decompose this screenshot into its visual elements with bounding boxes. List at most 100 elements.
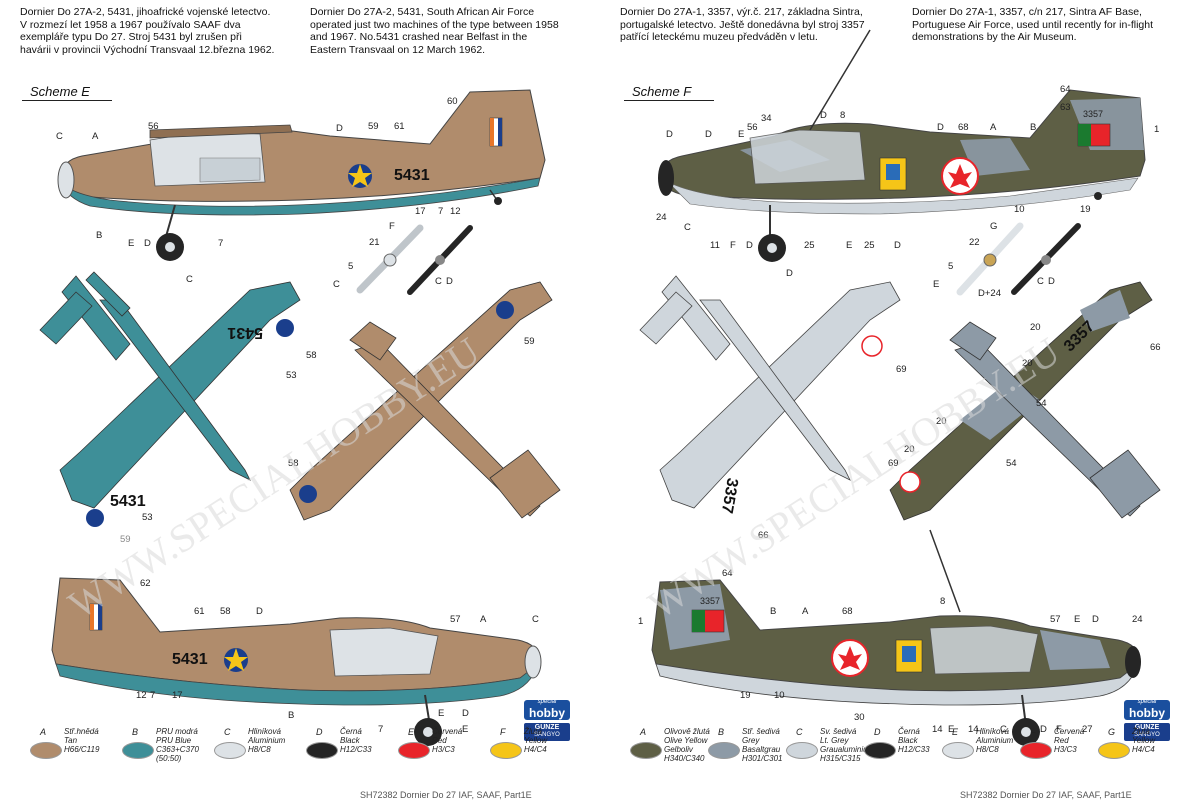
right-legend-swatch-text: Sv. šedivá Lt. Grey Graualuminium H315/C…: [820, 727, 875, 763]
svg-text:B: B: [770, 606, 776, 617]
left-caption-cz: Dornier Do 27A-2, 5431, jihoafrické voje…: [20, 6, 275, 56]
svg-text:F: F: [730, 240, 736, 251]
svg-text:E: E: [128, 238, 134, 249]
svg-text:34: 34: [761, 113, 772, 124]
left-legend-swatch-letter: E: [408, 727, 415, 737]
svg-text:D: D: [462, 708, 469, 719]
svg-text:10: 10: [774, 690, 785, 701]
scheme-f-underline: [624, 100, 714, 101]
svg-text:3357: 3357: [700, 596, 720, 606]
right-legend-swatch-text: Stř. šedivá Grey Basaltgrau H301/C301: [742, 727, 783, 763]
svg-text:E: E: [738, 129, 744, 140]
svg-text:20: 20: [936, 416, 947, 427]
right-legend-swatch-a: [630, 742, 662, 759]
svg-text:58: 58: [288, 458, 299, 469]
svg-text:C: C: [333, 279, 340, 290]
left-legend-swatch-d: [306, 742, 338, 759]
left-legend-swatch-c: [214, 742, 246, 759]
svg-text:D: D: [820, 110, 827, 121]
svg-text:C: C: [684, 222, 691, 233]
svg-text:7: 7: [378, 724, 383, 735]
scheme-e-underside-serial-1: 5431: [227, 324, 263, 341]
svg-text:A: A: [92, 131, 99, 142]
left-legend-swatch-text: Žlutá Yellow H4/C4: [524, 727, 548, 754]
svg-text:68: 68: [958, 122, 969, 133]
svg-text:C: C: [186, 274, 193, 285]
svg-text:A: A: [802, 606, 809, 617]
svg-text:24: 24: [656, 212, 667, 223]
left-legend-swatch-letter: B: [132, 727, 139, 737]
svg-text:14: 14: [932, 724, 943, 735]
scheme-f-side-view-top: 3357 D D E 34 56 D 8 D 68 A B 64 63 1 24…: [656, 29, 1159, 279]
svg-text:D: D: [786, 268, 793, 279]
svg-text:D: D: [336, 123, 343, 134]
scheme-e-underside-view: 5431 5431 58 53 53 59: [39, 271, 317, 545]
scheme-e-top-view: 59 58: [288, 281, 561, 521]
svg-text:D+24: D+24: [978, 288, 1001, 299]
scheme-e-bottom-serial: 5431: [172, 651, 208, 668]
svg-text:A: A: [480, 614, 487, 625]
svg-text:63: 63: [1060, 102, 1071, 113]
svg-text:7: 7: [438, 206, 443, 217]
scheme-f-top-view: 3357 20 66 54 54 20 20 20 69: [888, 281, 1161, 521]
svg-text:1: 1: [1154, 124, 1159, 135]
svg-text:D: D: [446, 276, 453, 287]
right-legend-swatch-text: Olivově žlutá Olive Yellow Gelboliv H340…: [664, 727, 710, 763]
svg-text:57: 57: [450, 614, 461, 625]
svg-text:14: 14: [968, 724, 979, 735]
svg-text:58: 58: [306, 350, 317, 361]
scheme-e-top-callouts: C A 56 D 59 61 60 B E D 7 C 17 7 12: [56, 96, 461, 285]
footer-left: SH72382 Dornier Do 27 IAF, SAAF, Part1E: [360, 790, 532, 800]
svg-text:D: D: [746, 240, 753, 251]
svg-text:C: C: [56, 131, 63, 142]
svg-text:A: A: [990, 122, 997, 133]
scheme-e-underline: [22, 100, 112, 101]
right-caption-en: Dornier Do 27A-1, 3357, c/n 217, Sintra …: [912, 6, 1154, 43]
left-legend-swatch-text: Stř.hnědá Tan H66/C119: [64, 727, 100, 754]
svg-text:5: 5: [948, 261, 953, 272]
svg-text:5: 5: [348, 261, 353, 272]
svg-text:61: 61: [194, 606, 205, 617]
svg-text:66: 66: [1150, 342, 1161, 353]
svg-text:69: 69: [888, 458, 899, 469]
left-legend-swatch-f: [490, 742, 522, 759]
svg-text:C: C: [1037, 276, 1044, 287]
svg-text:30: 30: [854, 712, 865, 723]
footer-right: SH72382 Dornier Do 27 IAF, SAAF, Part1E: [960, 790, 1132, 800]
svg-text:53: 53: [286, 370, 297, 381]
svg-text:12: 12: [450, 206, 461, 217]
right-legend-swatch-b: [708, 742, 740, 759]
svg-text:C: C: [532, 614, 539, 625]
svg-text:57: 57: [1050, 614, 1061, 625]
right-legend-swatch-letter: D: [874, 727, 881, 737]
gunze-sangyo-logo-right: GUNZE SANGYO: [1124, 723, 1170, 741]
svg-text:56: 56: [148, 121, 159, 132]
svg-text:69: 69: [896, 364, 907, 375]
svg-text:B: B: [1030, 122, 1036, 133]
svg-text:24: 24: [1132, 614, 1143, 625]
svg-text:17: 17: [415, 206, 426, 217]
svg-text:B: B: [96, 230, 102, 241]
svg-text:22: 22: [969, 237, 980, 248]
svg-text:59: 59: [368, 121, 379, 132]
svg-text:D: D: [666, 129, 673, 140]
svg-text:54: 54: [1036, 398, 1047, 409]
left-legend-swatch-text: Hliníková Aluminium H8/C8: [248, 727, 286, 754]
svg-text:D: D: [705, 129, 712, 140]
svg-text:C: C: [435, 276, 442, 287]
svg-text:17: 17: [172, 690, 183, 701]
scheme-f-propellers: G 22 5 E D+24 C D: [933, 221, 1081, 299]
svg-text:64: 64: [1060, 84, 1071, 95]
svg-text:7: 7: [150, 690, 155, 701]
scheme-e-top-serial: 5431: [394, 167, 430, 184]
svg-text:19: 19: [1080, 204, 1091, 215]
scheme-f-label: Scheme F: [632, 84, 692, 99]
svg-text:10: 10: [1014, 204, 1025, 215]
svg-text:59: 59: [524, 336, 535, 347]
svg-text:D: D: [1092, 614, 1099, 625]
svg-text:D: D: [894, 240, 901, 251]
right-legend-swatch-letter: G: [1108, 727, 1116, 737]
left-legend-swatch-text: Černá Black H12/C33: [340, 727, 372, 754]
right-caption-cz: Dornier Do 27A-1, 3357, výr.č. 217, zákl…: [620, 6, 865, 43]
